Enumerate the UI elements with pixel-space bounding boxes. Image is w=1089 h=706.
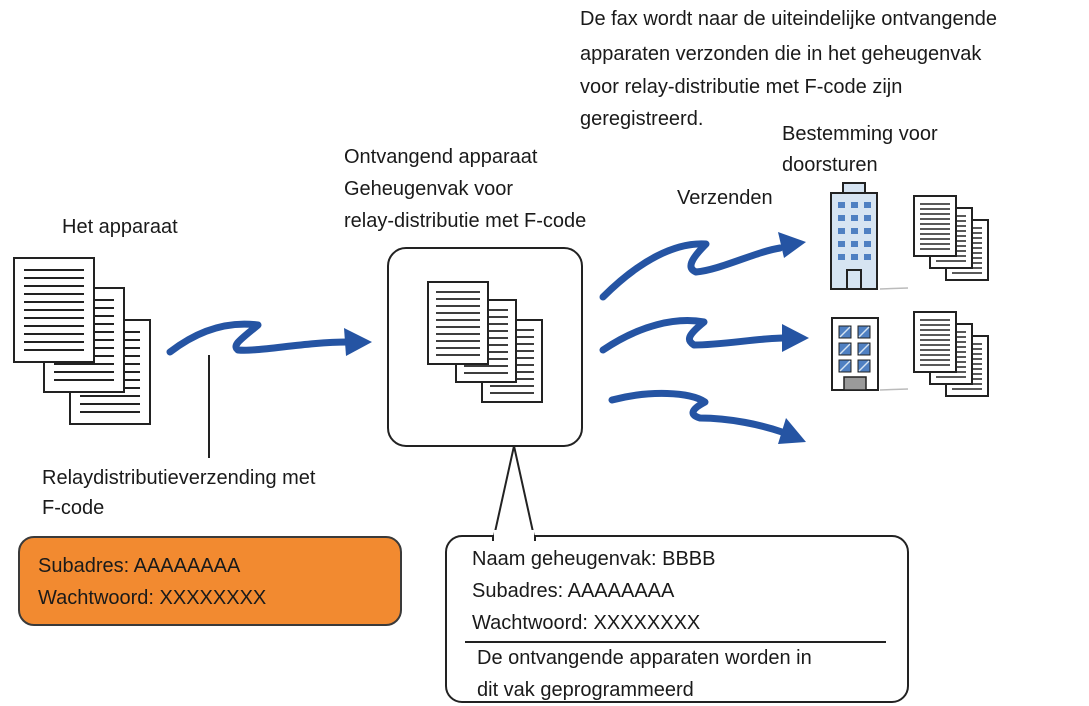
memory-box-name: Naam geheugenvak: BBBB [472, 548, 716, 570]
arrow-icon [599, 317, 809, 354]
forward-destination-label: Bestemming voor [782, 123, 938, 145]
arrow-icon [608, 390, 806, 444]
memory-box-settings: Naam geheugenvak: BBBB Subadres: AAAAAAA… [472, 543, 716, 639]
document-stack-icon [13, 257, 151, 425]
top-note-line: apparaten verzonden die in het geheugenv… [580, 43, 982, 65]
receiving-device-label: Ontvangend apparaat [344, 146, 538, 168]
memory-box-label: relay-distributie met F-code [344, 210, 587, 232]
sender-subaddress: Subadres: AAAAAAAA [38, 555, 241, 577]
sender-password: Wachtwoord: XXXXXXXX [38, 587, 267, 609]
office-building-icon [831, 317, 909, 391]
memory-box-password: Wachtwoord: XXXXXXXX [472, 612, 701, 634]
callout-pointer [492, 445, 536, 542]
memory-box-note-line: dit vak geprogrammeerd [477, 679, 694, 701]
forward-destination-label: doorsturen [782, 154, 878, 176]
sender-settings-box: Subadres: AAAAAAAA Wachtwoord: XXXXXXXX [18, 536, 402, 626]
memory-box-label: Geheugenvak voor [344, 178, 514, 200]
document-stack-icon [913, 195, 989, 281]
top-note-line: voor relay-distributie met F-code zijn [580, 76, 903, 98]
building-icon [830, 182, 909, 290]
top-note-line: geregistreerd. [580, 108, 704, 130]
memory-box-note: De ontvangende apparaten worden in dit v… [477, 642, 812, 706]
arrow-icon [599, 232, 806, 301]
send-label: Verzenden [677, 187, 773, 209]
relay-transmission-label: F-code [42, 497, 105, 519]
sender-device-label: Het apparaat [62, 216, 178, 238]
document-stack-icon [913, 311, 989, 397]
memory-box-note-line: De ontvangende apparaten worden in [477, 647, 812, 669]
memory-box-callout [445, 535, 909, 703]
memory-box-subaddress: Subadres: AAAAAAAA [472, 580, 675, 602]
top-note-line: De fax wordt naar de uiteindelijke ontva… [580, 8, 997, 30]
relay-transmission-label: Relaydistributieverzending met [42, 467, 316, 489]
arrow-icon [166, 320, 372, 356]
